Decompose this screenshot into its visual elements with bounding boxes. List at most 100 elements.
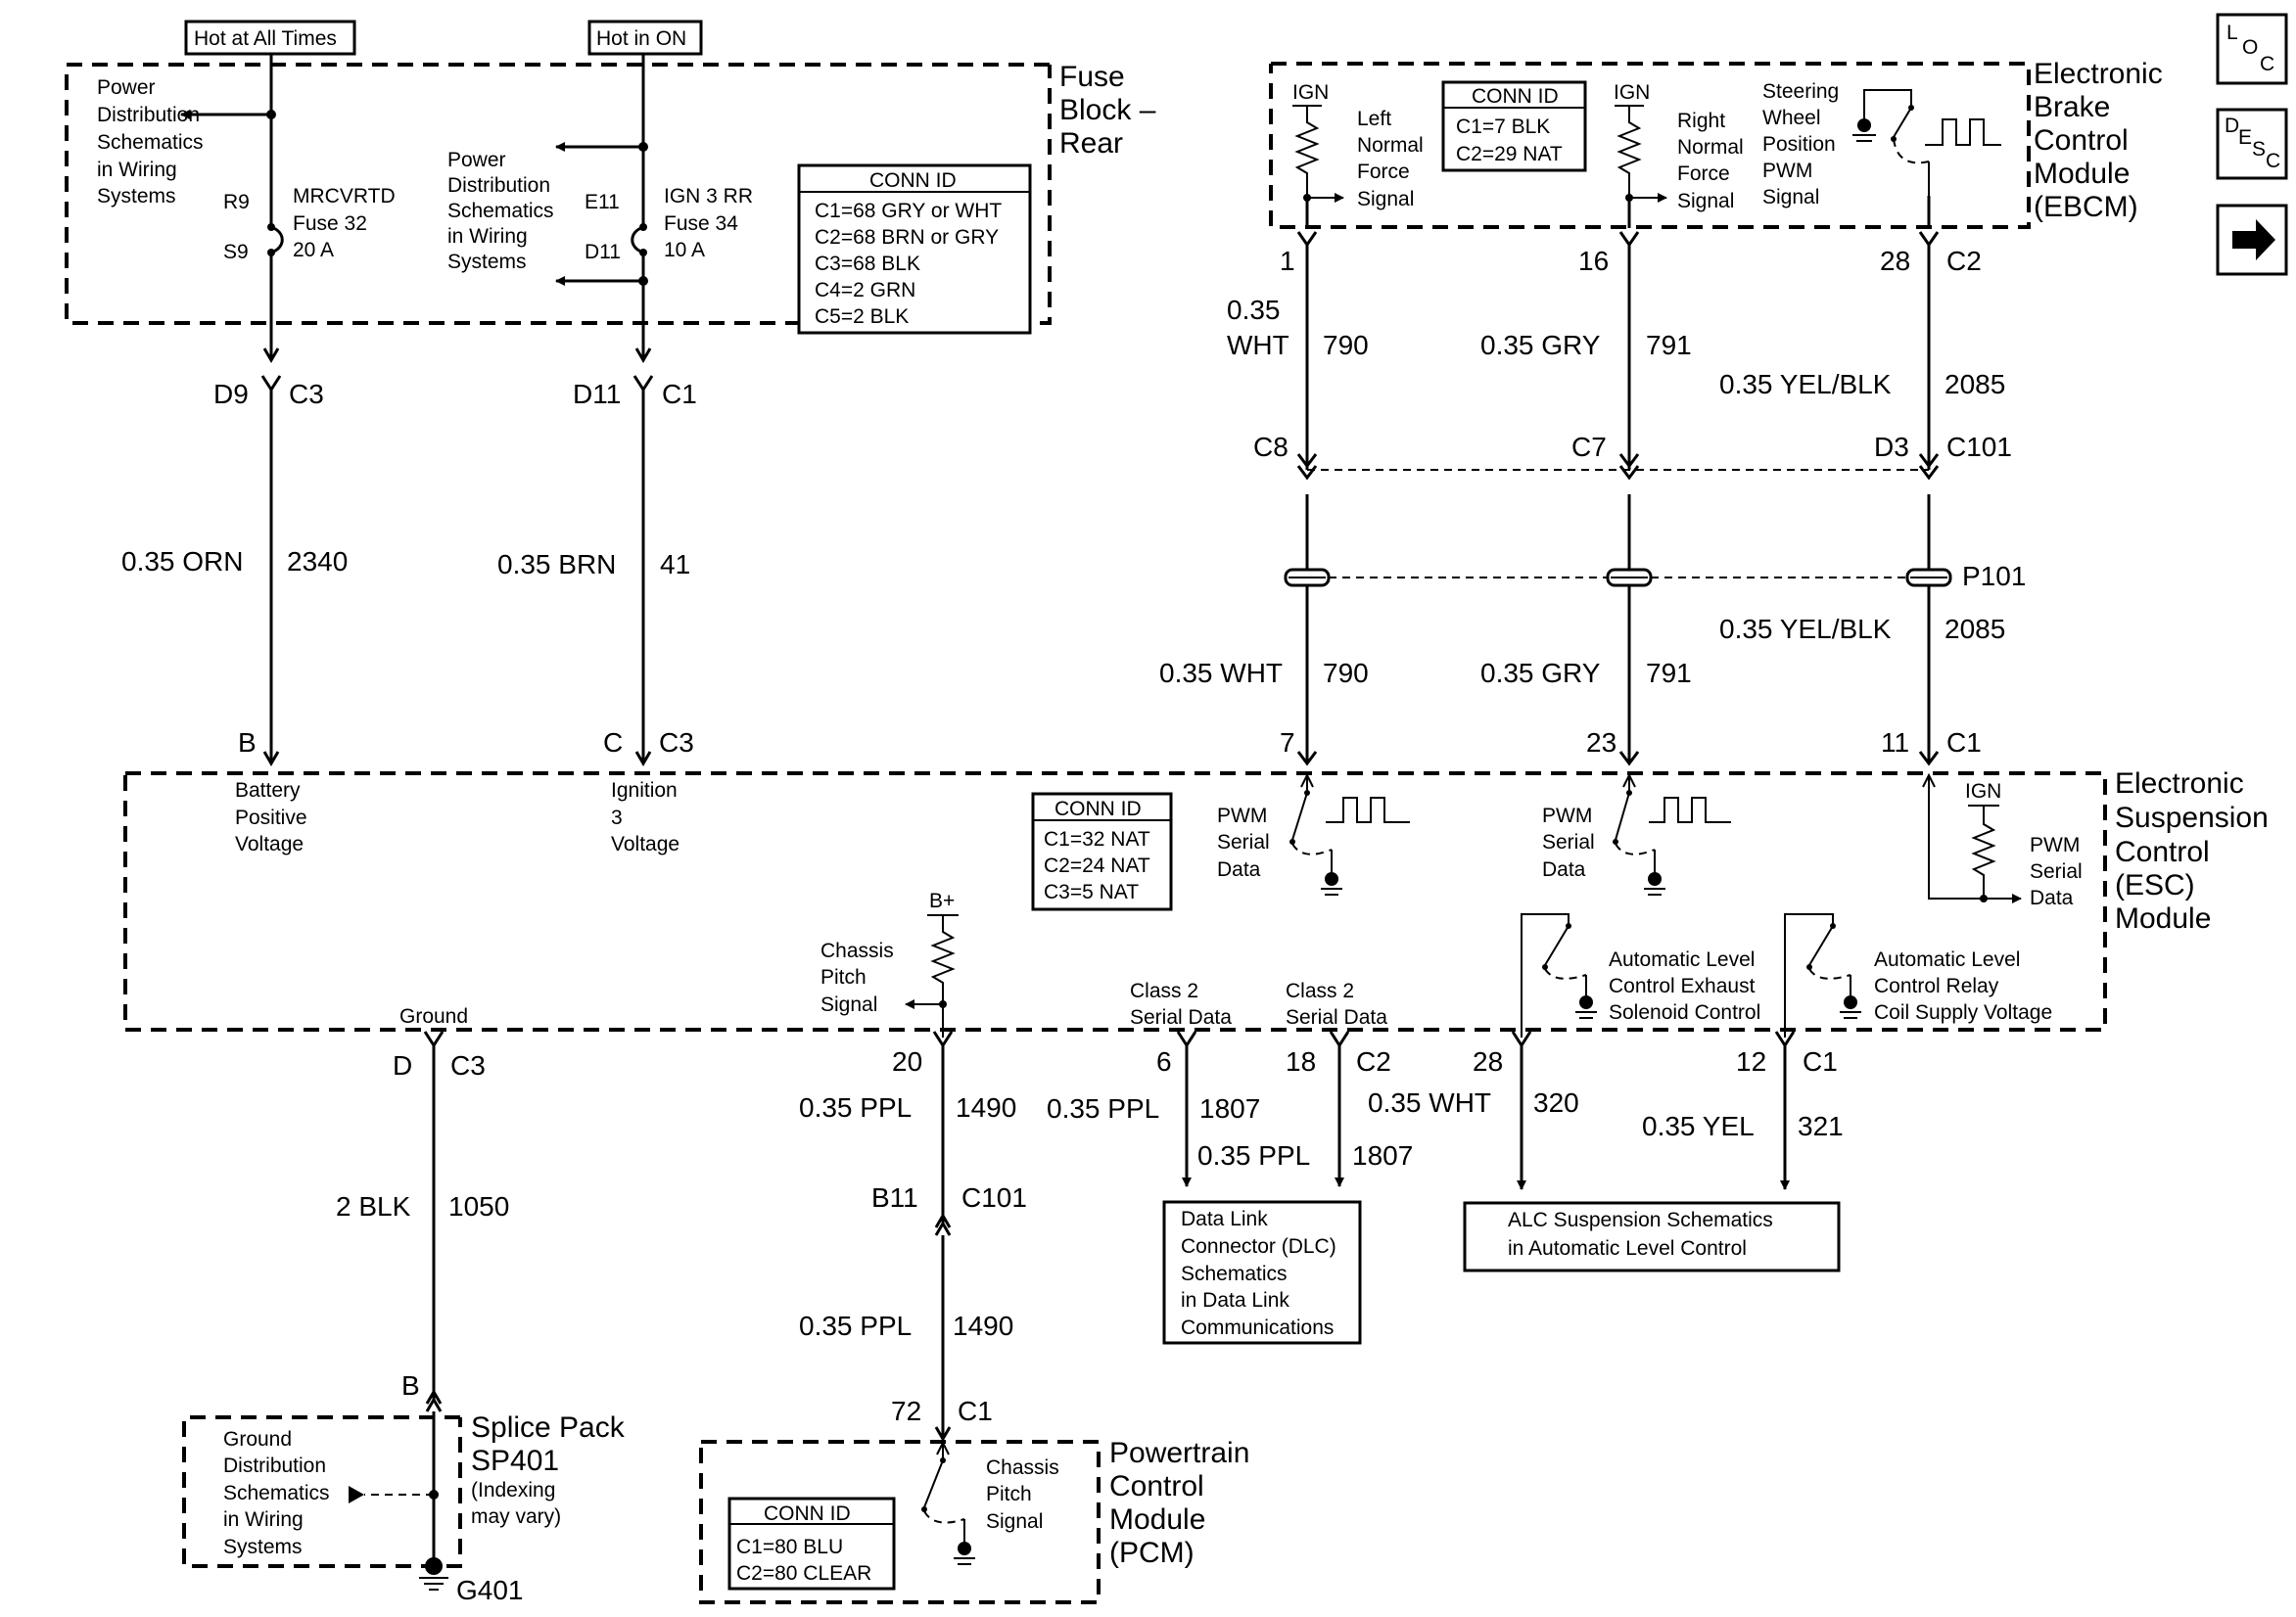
bplus-label: B+ [929,890,955,912]
pwm3-3: Data [2030,887,2074,909]
batt-3: Voltage [235,833,304,855]
desc-button[interactable]: D E S C [2216,108,2288,180]
b11-label: B11 [871,1182,918,1213]
ebcm-name-4: Module [2034,158,2130,190]
left-sig-3: Force [1357,161,1410,183]
pds-mid-5: Systems [447,251,527,273]
c101-ebcm-label: C101 [1946,432,2012,462]
esc-name-4: (ESC) [2115,869,2195,901]
wht-790-a-1: 0.35 [1227,295,1281,325]
gnd-dist-2: Distribution [223,1455,326,1477]
pin-28-ebcm: 28 [1880,246,1910,276]
ground-icon [419,1577,448,1591]
c1-alc: C1 [1803,1046,1838,1077]
dlc-1: Data Link [1181,1208,1268,1230]
right-sig-1: Right [1677,110,1725,132]
alc-exh-2: Control Exhaust [1609,975,1756,997]
alc-circuit: ALC Suspension Schematics in Automatic L… [1368,1031,1844,1272]
pin-6: 6 [1156,1046,1172,1077]
ckt-321: 321 [1798,1111,1844,1141]
right-sig-4: Signal [1677,190,1734,212]
esc-conn-2: C2=24 NAT [1044,855,1150,877]
gnd-dist-3: Schematics [223,1482,330,1504]
pcm-outline [699,1440,1101,1604]
pds-left-1: Power [97,76,156,99]
p101-label: P101 [1962,561,2026,591]
pwm-switch-1 [1289,772,1410,896]
fuse34-line1: IGN 3 RR [664,185,753,208]
ckt-1807-b: 1807 [1352,1140,1413,1171]
pds-left-3: Schematics [97,131,204,154]
orn-wire-label: 0.35 ORN [121,546,244,577]
ppl-1490-a: 0.35 PPL [799,1092,912,1123]
dlc-2: Connector (DLC) [1181,1235,1336,1258]
loc-button[interactable]: L O C [2216,13,2288,85]
c1-label-fuse: C1 [662,379,697,409]
pwm2-1: PWM [1542,805,1592,827]
d11-label: D11 [573,379,621,409]
splice-2: SP401 [471,1445,559,1477]
alc-relay-switch [1784,913,1861,1038]
ground-label: Ground [399,1005,468,1028]
gnd-dist-5: Systems [223,1536,303,1558]
fuse-34-icon [631,225,644,254]
ign3-2: 3 [611,807,623,829]
ebcm-ign-1: IGN [1292,81,1329,104]
pcm-chassis-1: Chassis [986,1456,1059,1479]
arrow-right-icon [2232,219,2275,260]
pwm1-3: Data [1217,858,1261,881]
pwm3-2: Serial [2030,860,2083,883]
dlc-reference-box[interactable] [1162,1200,1362,1345]
pds-left-4: in Wiring [97,159,177,181]
orn-circuit: 2340 [287,546,348,577]
pin-b-label: B [238,727,257,758]
gry-791-b: 0.35 GRY [1480,658,1601,688]
pin-11: 11 [1881,727,1909,758]
fuse-block-name-3: Rear [1059,127,1123,160]
pcm-circuit: Powertrain Control Module (PCM) Chassis … [699,1031,1249,1604]
next-page-button[interactable] [2216,204,2288,276]
fuse-block-conn-id-box [797,163,1032,335]
pin-72: 72 [891,1396,921,1426]
ebcm-name-2: Brake [2034,91,2110,123]
pds-mid-3: Schematics [447,200,554,222]
pwm1-1: PWM [1217,805,1267,827]
ckt-791-a: 791 [1646,330,1692,360]
alc-relay-2: Control Relay [1874,975,1999,997]
ckt-791-b: 791 [1646,658,1692,688]
pcm-chassis-3: Signal [986,1510,1043,1533]
d11-inner-label: D11 [585,241,621,263]
splice-1: Splice Pack [471,1411,626,1444]
alc-exh-3: Solenoid Control [1609,1001,1760,1024]
pcm-conn-1: C1=80 BLU [736,1536,843,1558]
esc-conn-title: CONN ID [1054,798,1142,820]
r9-label: R9 [223,191,250,213]
ebcm-wires: 0.35 WHT 790 0.35 GRY 791 0.35 YEL/BLK 2… [1159,231,2026,766]
c2-dlc: C2 [1356,1046,1391,1077]
ckt-790-b: 790 [1323,658,1369,688]
hot-at-all-times-box [184,20,356,56]
pds-left-2: Distribution [97,104,200,126]
fuse-block-name-1: Fuse [1059,61,1125,93]
esc-conn-1: C1=32 NAT [1044,828,1150,851]
c3-esc-label: C3 [659,727,694,758]
c7-label: C7 [1571,432,1607,462]
fuse32-line1: MRCVRTD [293,185,396,208]
ebcm-conn-id-box [1441,80,1587,172]
fuse34-line3: 10 A [664,239,705,261]
alc-reference-box[interactable] [1463,1201,1841,1272]
ckt-2085-b: 2085 [1945,614,2005,644]
class2a-2: Serial Data [1130,1006,1232,1029]
pwm2-2: Serial [1542,831,1595,854]
c101-pcm: C101 [961,1182,1027,1213]
d9-label: D9 [213,379,249,409]
c8-label: C8 [1253,432,1289,462]
ppl-1490-b: 0.35 PPL [799,1311,912,1341]
ppl-1807-a: 0.35 PPL [1047,1093,1159,1124]
blk-wire: 2 BLK [336,1191,411,1222]
ebcm-ign-2: IGN [1614,81,1650,104]
ckt-320: 320 [1533,1087,1579,1118]
splice-pack-outline [182,1415,462,1568]
pin-1: 1 [1280,246,1295,276]
